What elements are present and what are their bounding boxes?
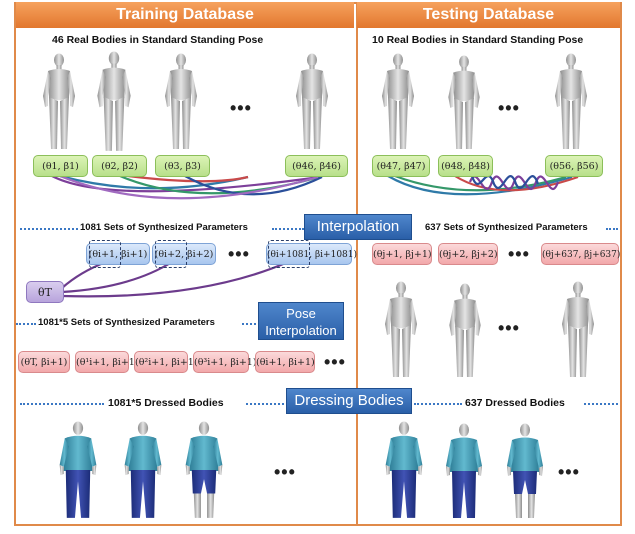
interp-mid-dotted xyxy=(272,228,304,230)
theta-t-box: θT xyxy=(26,281,64,303)
testing-dressed-ellipsis: ••• xyxy=(558,462,580,483)
testing-dressed-3 xyxy=(507,424,543,519)
theta-dash-box-2 xyxy=(155,240,187,268)
training-param-1: (θ1, β1) xyxy=(33,155,88,177)
training-synth-label: 1081 Sets of Synthesized Parameters xyxy=(80,222,248,233)
training-param-2: (θ2, β2) xyxy=(92,155,147,177)
testing-synth-body-2 xyxy=(449,283,480,377)
training-dressed-3 xyxy=(186,422,223,518)
testing-dressed-label: 637 Dressed Bodies xyxy=(465,397,565,409)
dressing-bodies-banner: Dressing Bodies xyxy=(286,388,412,414)
training-dressed-ellipsis: ••• xyxy=(274,462,296,483)
testing-interpolation-curves xyxy=(388,176,578,194)
dress-left-dotted xyxy=(20,403,104,405)
theta-dash-box-1 xyxy=(89,240,121,268)
training-body-3 xyxy=(165,54,197,150)
training-body-1 xyxy=(43,54,75,150)
testing-dressed-1 xyxy=(386,422,423,518)
training-param-3: (θ3, β3) xyxy=(155,155,210,177)
dress-mid-dotted xyxy=(246,403,284,405)
training-body-2 xyxy=(97,52,130,151)
training-bodies-ellipsis: ••• xyxy=(230,98,252,119)
dress-right-dotted-2 xyxy=(584,403,618,405)
testing-body-48 xyxy=(448,55,479,149)
pose-params-ellipsis: ••• xyxy=(324,352,346,373)
testing-synth-body-1 xyxy=(385,282,417,378)
interp-left-dotted xyxy=(20,228,78,230)
testing-synth-label: 637 Sets of Synthesized Parameters xyxy=(425,222,588,233)
training-interpolation-curves xyxy=(52,176,322,198)
training-dressed-label: 1081*5 Dressed Bodies xyxy=(108,397,224,409)
pose-synth-label: 1081*5 Sets of Synthesized Parameters xyxy=(38,317,215,328)
training-body-46 xyxy=(296,54,328,150)
testing-body-56 xyxy=(555,54,587,150)
training-param-46: (θ46, β46) xyxy=(285,155,348,177)
pose-param-3: (θ²i+1, βi+1) xyxy=(134,351,188,373)
pose-param-5: (θi+1, βi+1) xyxy=(255,351,315,373)
testing-synth-bodies-ellipsis: ••• xyxy=(498,318,520,339)
testing-dressed-2 xyxy=(446,424,482,519)
pose-mid-dotted xyxy=(242,323,256,325)
pose-interpolation-banner: Pose Interpolation xyxy=(258,302,344,340)
training-synth-ellipsis: ••• xyxy=(228,244,250,265)
training-dressed-2 xyxy=(125,422,162,518)
testing-synth-body-3 xyxy=(562,282,594,378)
testing-synth-param-1: (θj+1, βj+1) xyxy=(372,243,432,265)
pose-param-2: (θ¹i+1, βi+1) xyxy=(75,351,129,373)
testing-bodies-ellipsis: ••• xyxy=(498,98,520,119)
testing-synth-ellipsis: ••• xyxy=(508,244,530,265)
testing-synth-param-2: (θj+2, βj+2) xyxy=(438,243,498,265)
dress-right-dotted-1 xyxy=(414,403,462,405)
testing-param-47: (θ47, β47) xyxy=(372,155,430,177)
interpolation-banner: Interpolation xyxy=(304,214,412,240)
testing-param-48: (θ48, β48) xyxy=(438,155,493,177)
interp-right-dotted xyxy=(606,228,618,230)
testing-synth-param-637: (θj+637, βj+637) xyxy=(541,243,619,265)
training-dressed-1 xyxy=(60,422,97,518)
testing-param-56: (θ56, β56) xyxy=(545,155,603,177)
theta-dash-box-1081 xyxy=(268,240,310,268)
pose-param-1: (θT, βi+1) xyxy=(18,351,70,373)
pose-left-dotted xyxy=(16,323,36,325)
testing-body-47 xyxy=(382,54,414,150)
pose-param-4: (θ³i+1, βi+1) xyxy=(193,351,249,373)
